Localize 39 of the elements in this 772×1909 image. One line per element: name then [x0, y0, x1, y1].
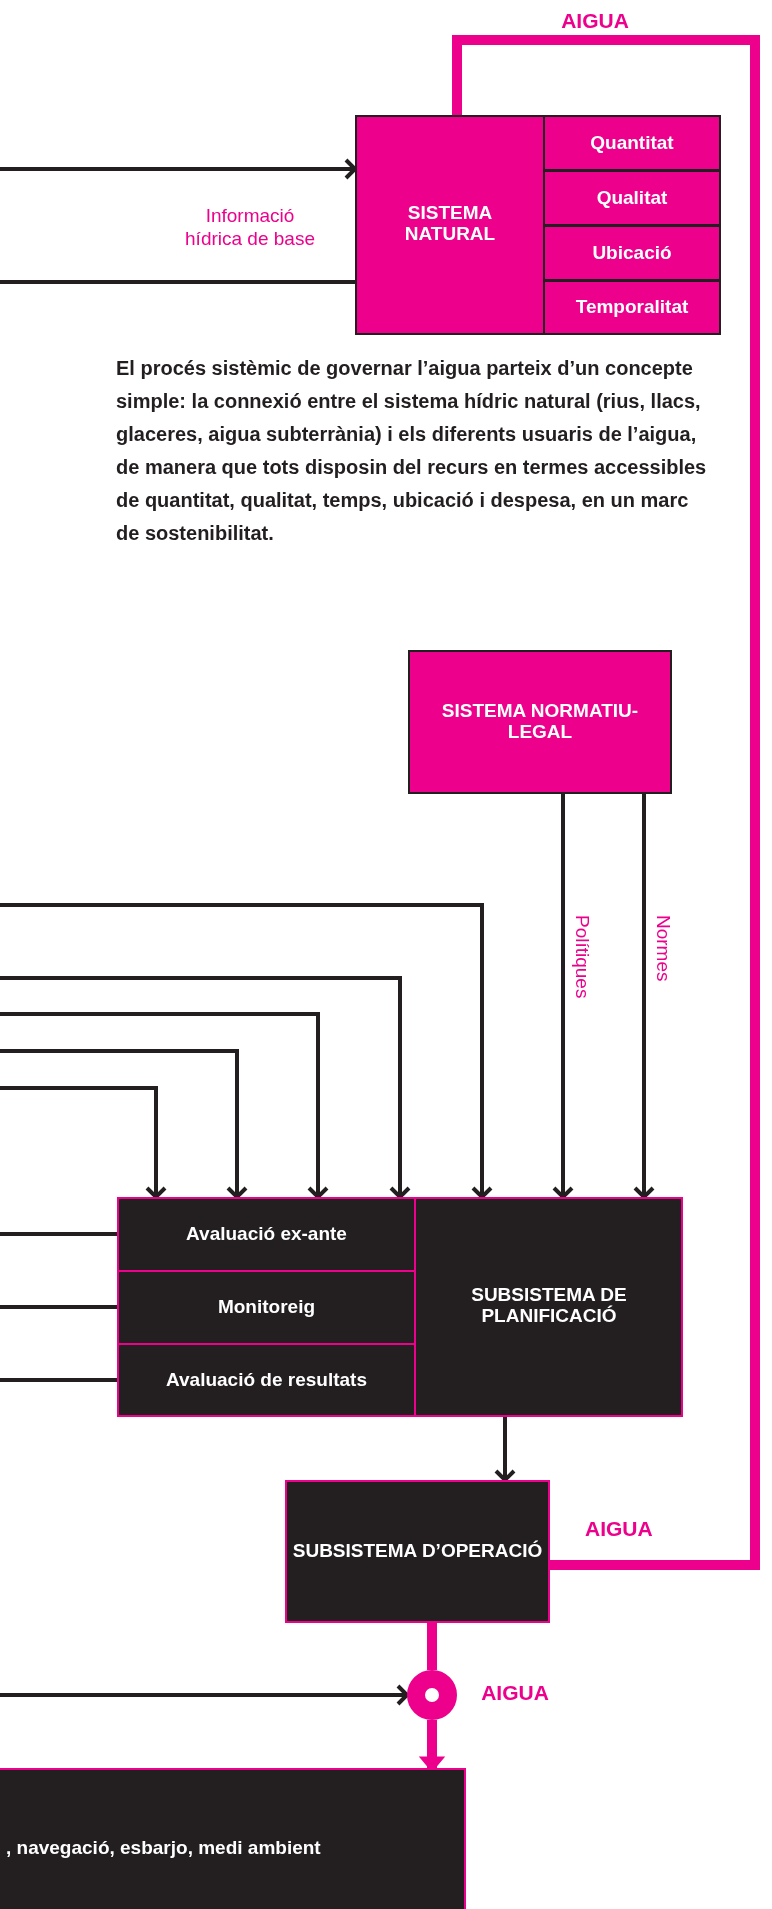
arrow [0, 976, 411, 1199]
subsystem-box [117, 1197, 683, 1417]
node-label: Temporalitat [575, 297, 689, 318]
arrow [0, 1012, 329, 1199]
arrow [0, 1086, 167, 1199]
arrow [633, 794, 655, 1199]
flow-label: AIGUA [585, 1517, 654, 1541]
edge-label: Informació hídrica de base [184, 205, 316, 251]
system-box [355, 115, 719, 335]
node-label: , navegació, esbarjo, medi ambient [6, 1837, 321, 1859]
node-label: Avaluació ex-ante [186, 1224, 347, 1245]
node-label: Avaluació de resultats [166, 1369, 367, 1391]
attribute-cell [543, 225, 721, 281]
arrow [552, 794, 574, 1199]
arrow [0, 1684, 409, 1706]
node-label: Quantitat [590, 132, 674, 154]
node-label: Ubicació [592, 242, 672, 264]
node-label: SISTEMA NATURAL [403, 203, 497, 245]
junction-circle [407, 1670, 457, 1720]
subsystem-box [285, 1480, 550, 1623]
node-label: Qualitat [596, 187, 668, 209]
edge-label: AIGUA [560, 8, 630, 34]
arrow [0, 158, 357, 180]
arrow [0, 1049, 248, 1199]
node-label: Monitoreig [217, 1297, 316, 1318]
user-box [0, 1768, 466, 1909]
attribute-cell [543, 170, 721, 226]
edge-label: Polítiques [570, 915, 593, 999]
attribute-cell [543, 280, 721, 335]
edge-label: AIGUA [480, 1680, 550, 1706]
node-label: SISTEMA NORMATIU-LEGAL [440, 701, 640, 743]
edge-label: Normes [651, 915, 674, 982]
arrow [494, 1417, 516, 1482]
arrow [0, 903, 493, 1199]
system-box [408, 650, 672, 794]
node-label: SUBSISTEMA DE PLANIFICACIÓ [470, 1285, 628, 1327]
description-text: El procés sistèmic de governar l’aigua parteix d’un concepte simple: la connexió entre el sistema hídric natural (rius, llacs, glaceres, aigua subterrània) i els diferents usuaris de l’aigua, de manera que tots disposin del recurs en termes accessibles de quantitat, qualitat, temps, ubicació i despesa, en un marc de sostenibilitat. [116, 356, 708, 546]
attribute-cell [543, 115, 721, 171]
node-label: SUBSISTEMA D’OPERACIÓ [292, 1541, 543, 1562]
